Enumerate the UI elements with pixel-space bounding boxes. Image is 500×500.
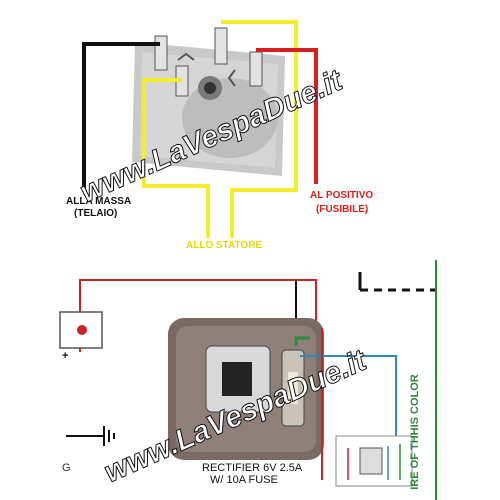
label-positive-sub: (FUSIBILE) [316,204,369,215]
battery-terminal [77,325,87,335]
ground-symbol [66,426,115,446]
battery-plus-label: + [62,350,69,362]
wire-yellow-stator-1 [221,20,298,238]
label-ground: ALLA MASSA [66,196,132,207]
caption-line-2: W/ 10A FUSE [210,474,278,486]
inset-rectifier [359,447,383,475]
rectifier-module-photo [168,318,324,460]
terminal-ground [154,35,168,71]
rectifier-core [222,362,252,396]
mount-hole-inner [204,82,216,94]
terminal-positive [249,51,263,87]
side-text: IRE OF THHIS COLOR [408,374,421,490]
wire-red-positive [256,48,318,184]
wire-green [294,336,310,346]
caption-line-1: RECTIFIER 6V 2.5A [202,462,303,474]
wire-black-ground [82,42,160,192]
label-positive: AL POSITIVO [310,190,374,201]
polarity-mark [227,69,236,87]
terminal-ac-1 [214,27,228,65]
label-stator: ALLO STATORE [186,240,263,251]
wire-yellow-stator-2 [142,78,210,238]
polarity-mark [177,52,195,61]
fuse [288,372,298,404]
inset-diagram [335,435,413,487]
left-letter-label: G [62,462,71,474]
bottom-schematic [59,260,437,500]
label-ground-sub: (TELAIO) [74,208,118,219]
top-rectifier-diagram [82,20,318,238]
